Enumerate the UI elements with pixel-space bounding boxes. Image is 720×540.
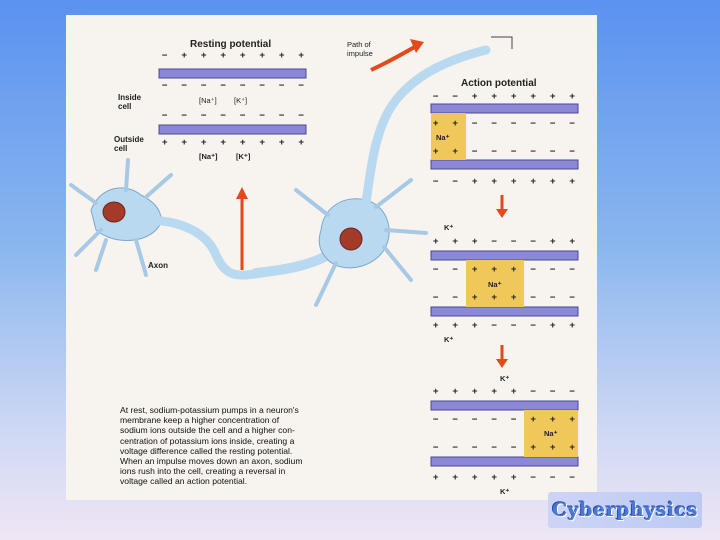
panel3-top-charges: +++++−−−: [433, 387, 575, 397]
impulse-arrow: [371, 45, 418, 70]
resting-inner-charges-2: −−−−−−−−: [162, 111, 304, 121]
panel1-inner-charges: ++−−−−−−: [433, 119, 575, 129]
outside-k-label: [K⁺]: [236, 152, 250, 161]
action-panel-1: [431, 104, 578, 169]
action-panel-2: [431, 251, 578, 316]
outside-na-label: [Na⁺]: [199, 152, 218, 161]
panel1-inner-charges-2: ++−−−−−−: [433, 147, 575, 157]
left-neuron: [71, 160, 261, 275]
resting-outer-membrane: [159, 125, 306, 134]
caption-line: ions rush into the cell, creating a reve…: [120, 466, 350, 476]
panel2-inner-charges-2: −−+++−−−: [433, 293, 575, 303]
panel3-bottom-charges: +++++−−−: [433, 473, 575, 483]
panel2-top-charges: +++−−−++: [433, 237, 575, 247]
caption: At rest, sodium-potassium pumps in a neu…: [120, 405, 350, 487]
caption-line: When an impulse moves down an axon, sodi…: [120, 456, 350, 466]
resting-inner-charges: −−−−−−−−: [162, 81, 304, 91]
caption-line: voltage called an action potential.: [120, 476, 350, 486]
inside-k-label: [K⁺]: [234, 96, 247, 105]
resting-outer-charges: ++++++++: [162, 138, 304, 148]
panel1-top-charges: −−++++++: [433, 92, 575, 102]
down-arrow-1: [496, 209, 508, 218]
action-potential-title: Action potential: [461, 78, 537, 89]
cyberphysics-badge: Cyberphysics: [548, 492, 702, 528]
caption-line: At rest, sodium-potassium pumps in a neu…: [120, 405, 350, 415]
panel3-k-bottom: K⁺: [500, 487, 509, 496]
inside-na-label: [Na⁺]: [199, 96, 217, 105]
panel3-na-label: Na⁺: [544, 429, 558, 438]
panel2-k-bottom: K⁺: [444, 335, 453, 344]
caption-line: sodium ions outside the cell and a highe…: [120, 425, 350, 435]
panel1-bottom-charges: −−++++++: [433, 177, 575, 187]
caption-line: voltage difference called the resting po…: [120, 446, 350, 456]
panel1-na-label: Na⁺: [436, 133, 450, 142]
axon-label: Axon: [148, 261, 168, 270]
cyberphysics-logo-text: Cyberphysics: [552, 499, 698, 521]
panel2-na-label: Na⁺: [488, 280, 502, 289]
resting-top-charges: −+++++++: [162, 51, 304, 61]
panel3-k-top: K⁺: [500, 374, 509, 383]
neuron-figure: Resting potential −+++++++ −−−−−−−− Insi…: [66, 15, 597, 500]
panel2-inner-charges: −−+++−−−: [433, 265, 575, 275]
caption-line: membrane keep a higher concentration of: [120, 415, 350, 425]
panel3-inner-charges-2: −−−−−+++: [433, 443, 575, 453]
panel2-bottom-charges: +++−−−++: [433, 321, 575, 331]
panel3-inner-charges: −−−−−+++: [433, 415, 575, 425]
resting-potential-title: Resting potential: [190, 39, 271, 50]
resting-inner-membrane: [159, 69, 306, 78]
caption-line: centration of potassium ions inside, cre…: [120, 436, 350, 446]
panel2-k-top: K⁺: [444, 223, 453, 232]
down-arrow-2: [496, 359, 508, 368]
